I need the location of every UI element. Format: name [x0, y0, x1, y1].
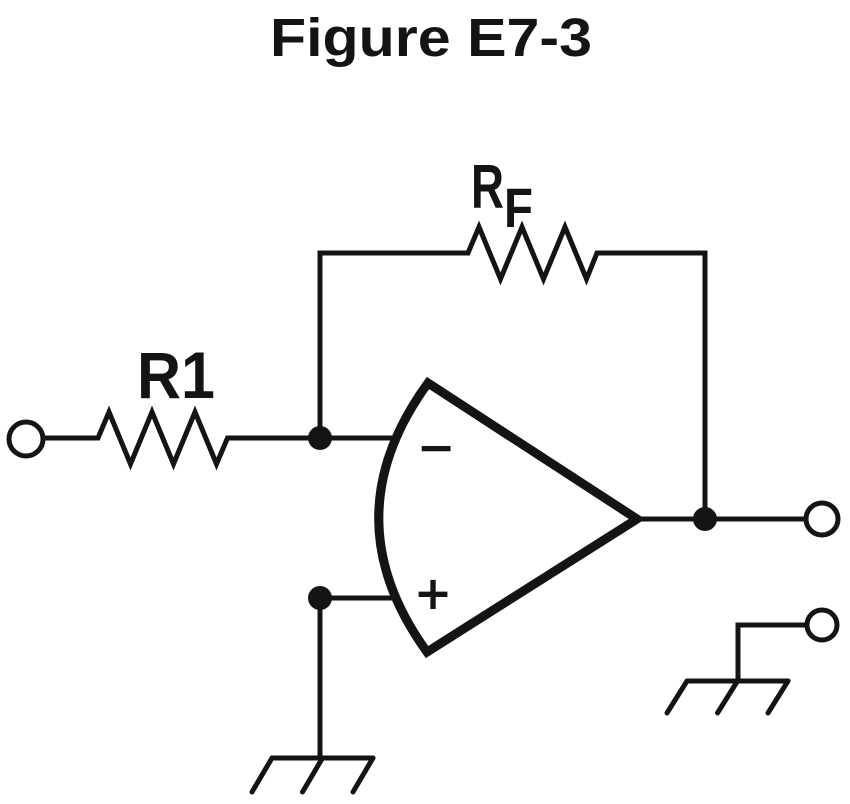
- noninverting-input-symbol: +: [414, 566, 453, 620]
- inverting-junction-dot: [308, 426, 332, 450]
- ground-hatch: [350, 755, 376, 795]
- feedback-resistor-label-subscript: F: [504, 176, 533, 239]
- ground-symbol-reference: [664, 678, 791, 716]
- opamp-body: [374, 376, 646, 659]
- ground-hatch: [664, 678, 690, 716]
- output-terminal: [803, 500, 841, 538]
- inverting-input-symbol: −: [417, 420, 456, 474]
- input-terminal: [6, 419, 46, 459]
- ground-hatch: [715, 678, 740, 716]
- feedback-resistor-label: RF: [471, 153, 533, 239]
- feedback-resistor-label-base: R: [471, 153, 504, 222]
- input-resistor-r1: [43, 405, 400, 471]
- ground-hatch: [249, 755, 275, 795]
- noninverting-input-wire: [317, 595, 400, 757]
- figure-title: Figure E7-3: [270, 8, 592, 68]
- ground-hatch: [765, 678, 791, 716]
- ground-symbol-noninverting: [249, 755, 376, 795]
- reference-terminal: [804, 607, 840, 643]
- ground-hatch: [300, 755, 325, 795]
- input-resistor-label: R1: [137, 338, 215, 412]
- output-junction-dot: [693, 507, 717, 531]
- reference-wire: [735, 622, 807, 681]
- noninverting-junction-dot: [308, 586, 332, 610]
- feedback-resistor-rf: [317, 220, 708, 519]
